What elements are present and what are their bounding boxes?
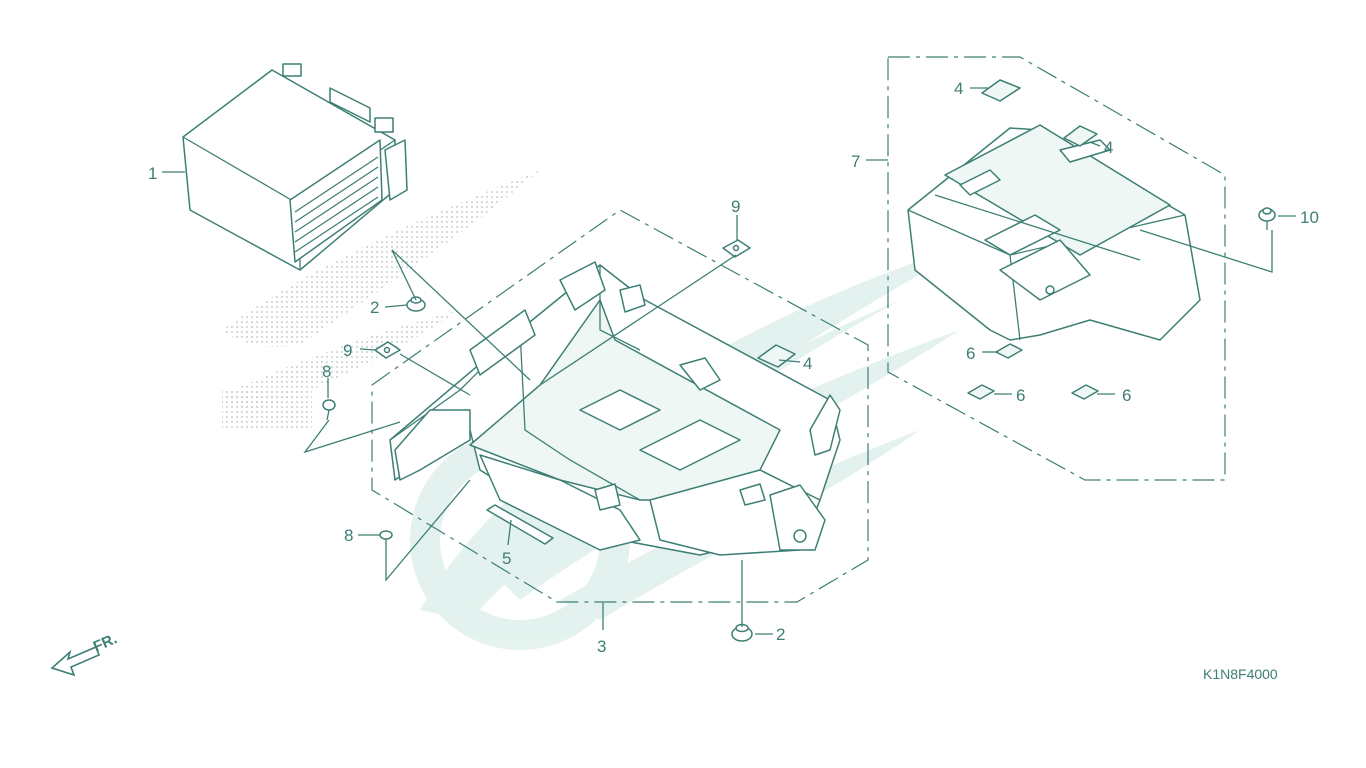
- pad-6-c[interactable]: [1071, 384, 1099, 400]
- callout-6-b: 6: [1016, 386, 1025, 405]
- rubber-strip-part[interactable]: [486, 504, 554, 545]
- pad-6-a[interactable]: [995, 343, 1023, 359]
- callout-2-lower: 2: [776, 625, 785, 644]
- pad-6-b[interactable]: [967, 384, 995, 400]
- callout-2-upper: 2: [370, 298, 379, 317]
- callout-8-upper: 8: [322, 362, 331, 381]
- callout-9-left: 9: [343, 341, 352, 360]
- battery-part[interactable]: [182, 63, 408, 271]
- battery-box-assembly-boundary: [371, 209, 869, 603]
- pad-4-upper[interactable]: [981, 79, 1021, 102]
- callout-4-upper: 4: [954, 79, 963, 98]
- screw-8-upper[interactable]: [322, 399, 336, 421]
- battery-cover-part[interactable]: [907, 124, 1201, 341]
- callout-labels: 1 2 2 3 4 4 4 5 6 6 6 7 8 8 9 9 10: [148, 79, 1319, 656]
- cover-assembly-boundary: [887, 56, 1226, 481]
- diagram-code: K1N8F4000: [1203, 666, 1278, 682]
- callout-4-cover: 4: [1104, 138, 1113, 157]
- fastener-10[interactable]: [1258, 207, 1276, 230]
- callout-6-c: 6: [1122, 386, 1131, 405]
- clip-9-left[interactable]: [374, 341, 401, 359]
- callout-8-lower: 8: [344, 526, 353, 545]
- callout-1: 1: [148, 164, 157, 183]
- callout-10: 10: [1300, 208, 1319, 227]
- callout-9-right: 9: [731, 197, 740, 216]
- callout-3: 3: [597, 637, 606, 656]
- callout-4-box: 4: [803, 354, 812, 373]
- clip-9-right[interactable]: [722, 239, 751, 258]
- pad-4-cover-top[interactable]: [1063, 125, 1098, 147]
- front-arrow-icon: FR.: [50, 630, 120, 677]
- pad-4-box[interactable]: [757, 344, 796, 368]
- battery-box-part[interactable]: [389, 261, 841, 556]
- screw-8-lower[interactable]: [379, 530, 393, 548]
- callout-7: 7: [851, 152, 860, 171]
- leader-lines: [162, 87, 1296, 635]
- callout-5: 5: [502, 549, 511, 568]
- front-indicator-label: FR.: [91, 630, 120, 655]
- watermark-dotted-wing: [222, 170, 540, 428]
- callout-6-a: 6: [966, 344, 975, 363]
